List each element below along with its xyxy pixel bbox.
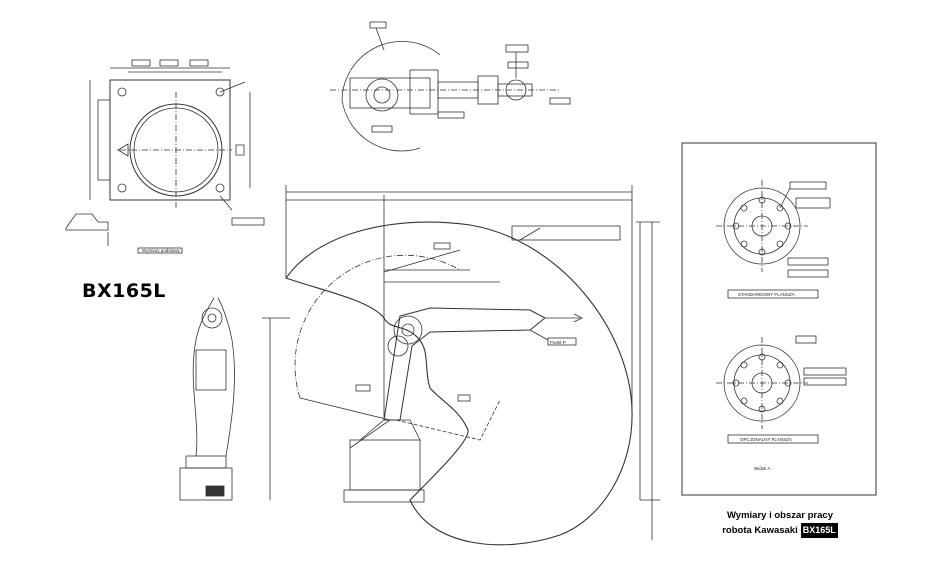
- label-base-caption: Wymiary podstawy: [142, 248, 180, 253]
- robot-side-view: [179, 297, 235, 501]
- label-optional-flange: OPCJONALNY FLANSZA: [740, 437, 792, 442]
- base-plan-view: [65, 59, 265, 254]
- label-point-p: Punkt P: [550, 340, 566, 345]
- work-envelope: [262, 185, 660, 546]
- caption-model-badge: BX165L: [800, 523, 838, 538]
- caption-brand: robota Kawasaki: [722, 525, 798, 536]
- robot-top-view: [330, 21, 571, 152]
- model-title: BX165L: [82, 280, 166, 302]
- view-a-panel: [681, 142, 877, 496]
- label-standard-flange: STANDARDOWY FLANSZA: [738, 292, 795, 297]
- label-view-a: Widok A: [754, 466, 771, 471]
- caption-line-1: Wymiary i obszar pracy: [727, 510, 833, 521]
